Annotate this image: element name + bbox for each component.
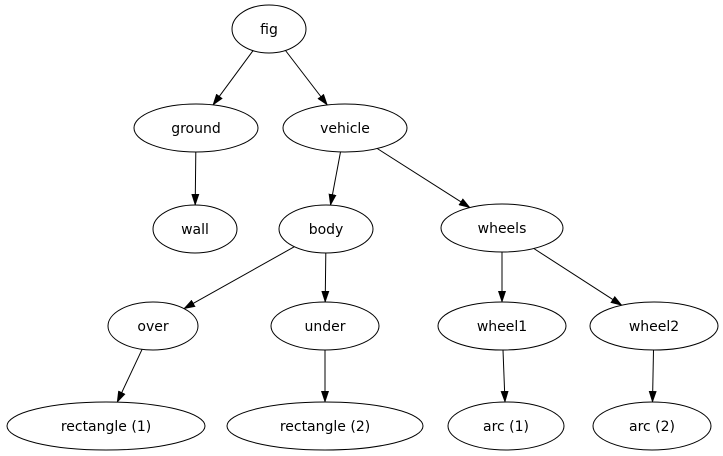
node-label-arc1: arc (1) [483, 419, 529, 435]
edge-wheel1-to-arc1 [500, 349, 509, 403]
node-ellipse-under [270, 301, 380, 351]
edge-body-to-over [183, 246, 295, 310]
node-ellipse-wall [152, 204, 238, 254]
node-body: body [278, 204, 374, 254]
node-label-arc2: arc (2) [629, 419, 675, 435]
node-ellipse-body [278, 204, 374, 254]
node-fig: fig [231, 4, 307, 54]
node-arc1: arc (1) [447, 401, 565, 451]
edge-wheel2-to-arc2 [648, 349, 657, 403]
edge-wheels-to-wheel2 [533, 248, 623, 306]
node-label-rectangle2: rectangle (2) [280, 419, 370, 435]
nodes-layer: fig ground vehicle wall body wheels over under w… [6, 4, 719, 451]
node-ellipse-wheels [440, 203, 564, 253]
node-ellipse-rectangle2 [226, 401, 424, 451]
node-wall: wall [152, 204, 238, 254]
node-label-over: over [137, 319, 168, 335]
node-wheel1: wheel1 [437, 301, 567, 351]
node-ellipse-arc2 [592, 401, 712, 451]
node-under: under [270, 301, 380, 351]
node-label-vehicle: vehicle [320, 121, 370, 137]
edge-fig-to-vehicle [285, 50, 328, 106]
edge-vehicle-to-body [328, 151, 341, 207]
edge-fig-to-ground [212, 50, 254, 106]
edge-vehicle-to-wheels [376, 148, 471, 209]
edge-over-to-rectangle1 [116, 349, 143, 404]
node-ellipse-arc1 [447, 401, 565, 451]
node-label-wheel2: wheel2 [629, 319, 679, 335]
node-rectangle2: rectangle (2) [226, 401, 424, 451]
node-ellipse-rectangle1 [6, 401, 206, 451]
node-label-ground: ground [171, 121, 221, 137]
node-ellipse-fig [231, 4, 307, 54]
edges-layer [116, 50, 657, 404]
node-ellipse-wheel1 [437, 301, 567, 351]
node-wheel2: wheel2 [589, 301, 719, 351]
node-ellipse-wheel2 [589, 301, 719, 351]
edge-body-to-under [321, 252, 330, 303]
node-ellipse-vehicle [282, 103, 408, 153]
node-label-body: body [309, 222, 344, 238]
node-label-wheels: wheels [478, 221, 527, 237]
node-label-wall: wall [181, 222, 209, 238]
node-rectangle1: rectangle (1) [6, 401, 206, 451]
node-vehicle: vehicle [282, 103, 408, 153]
node-arc2: arc (2) [592, 401, 712, 451]
node-ellipse-over [107, 301, 199, 351]
node-label-fig: fig [260, 22, 278, 38]
node-ground: ground [133, 103, 259, 153]
node-label-rectangle1: rectangle (1) [61, 419, 151, 435]
node-label-under: under [304, 319, 345, 335]
edge-ground-to-wall [191, 151, 200, 206]
node-over: over [107, 301, 199, 351]
node-label-wheel1: wheel1 [477, 319, 527, 335]
node-ellipse-ground [133, 103, 259, 153]
node-wheels: wheels [440, 203, 564, 253]
